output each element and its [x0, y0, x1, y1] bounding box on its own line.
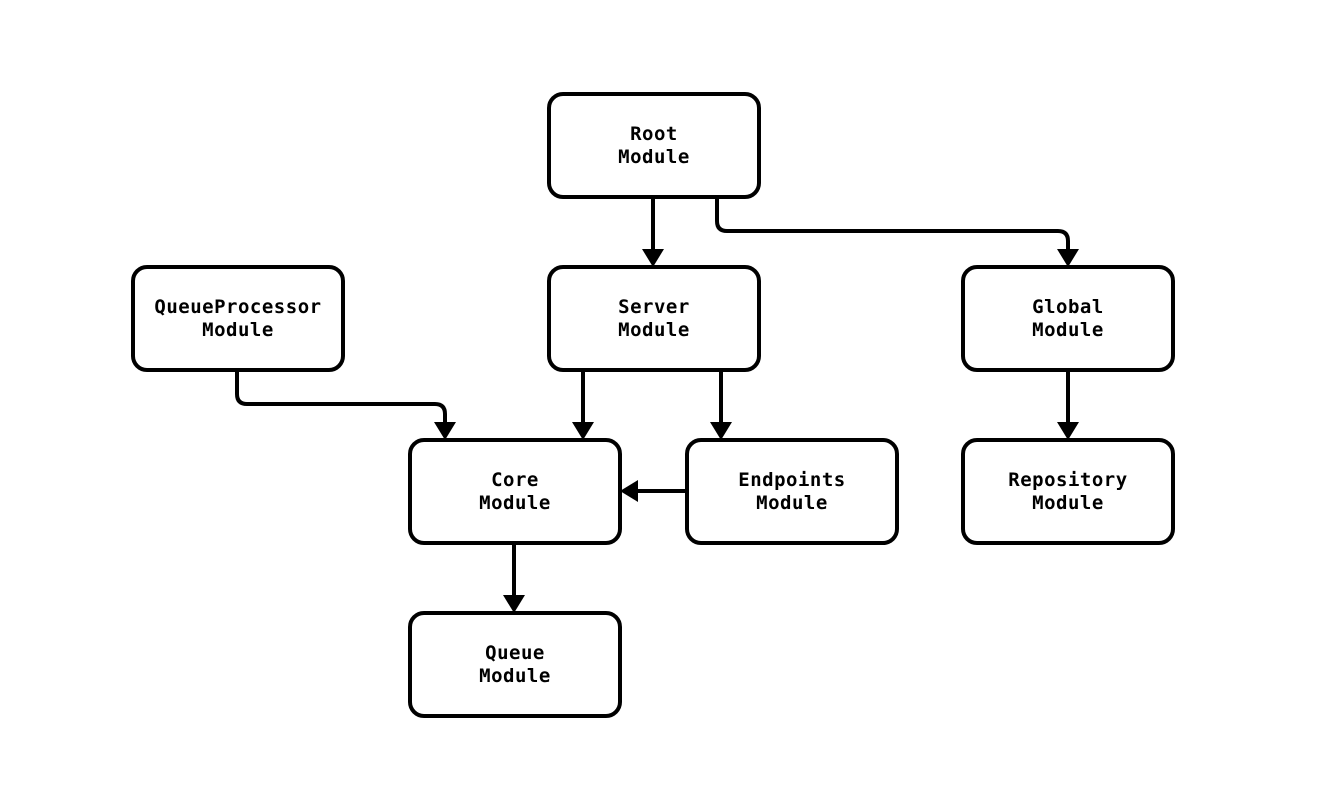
- node-label-line2: Module: [756, 492, 828, 514]
- arrow-head-icon: [1057, 249, 1079, 267]
- arrow-head-icon: [710, 422, 732, 440]
- arrow-head-icon: [434, 422, 456, 440]
- arrow-head-icon: [503, 595, 525, 613]
- node-box[interactable]: [547, 92, 761, 199]
- arrow-head-icon: [572, 422, 594, 440]
- node-label-line2: Module: [1032, 492, 1104, 514]
- arrow-head-icon: [642, 249, 664, 267]
- edge-global-to-repository: [1057, 370, 1079, 440]
- node-box[interactable]: [961, 438, 1175, 545]
- edge-line: [715, 197, 1070, 249]
- node-box[interactable]: [685, 438, 899, 545]
- edge-root-to-global: [715, 197, 1079, 267]
- node-box[interactable]: [961, 265, 1175, 372]
- edge-root-to-server: [642, 197, 664, 267]
- edges-layer: [235, 197, 1079, 613]
- node-label-line2: Module: [479, 492, 551, 514]
- edge-endpoints-to-core: [620, 480, 687, 502]
- node-label-line1: Global: [1032, 296, 1104, 318]
- nodes-layer: RootModuleQueueProcessorModuleServerModu…: [131, 92, 1175, 718]
- node-box[interactable]: [408, 438, 622, 545]
- node-label-line1: Core: [491, 469, 539, 491]
- node-label-line2: Module: [202, 319, 274, 341]
- node-label-line2: Module: [618, 319, 690, 341]
- node-label-line2: Module: [1032, 319, 1104, 341]
- node-box[interactable]: [408, 611, 622, 718]
- edge-server-to-endpoints: [710, 370, 732, 440]
- edge-server-to-core: [572, 370, 594, 440]
- edge-queueprocessor-to-core: [235, 370, 456, 440]
- edge-line: [235, 370, 447, 422]
- node-label-line1: Queue: [485, 642, 545, 664]
- arrow-head-icon: [620, 480, 638, 502]
- node-box[interactable]: [131, 265, 345, 372]
- node-label-line2: Module: [618, 146, 690, 168]
- arrow-head-icon: [1057, 422, 1079, 440]
- node-label-line2: Module: [479, 665, 551, 687]
- node-label-line1: Server: [618, 296, 690, 318]
- node-label-line1: QueueProcessor: [154, 296, 321, 318]
- node-label-line1: Repository: [1008, 469, 1127, 491]
- node-label-line1: Endpoints: [738, 469, 845, 491]
- node-label-line1: Root: [630, 123, 678, 145]
- node-box[interactable]: [547, 265, 761, 372]
- edge-core-to-queue: [503, 543, 525, 613]
